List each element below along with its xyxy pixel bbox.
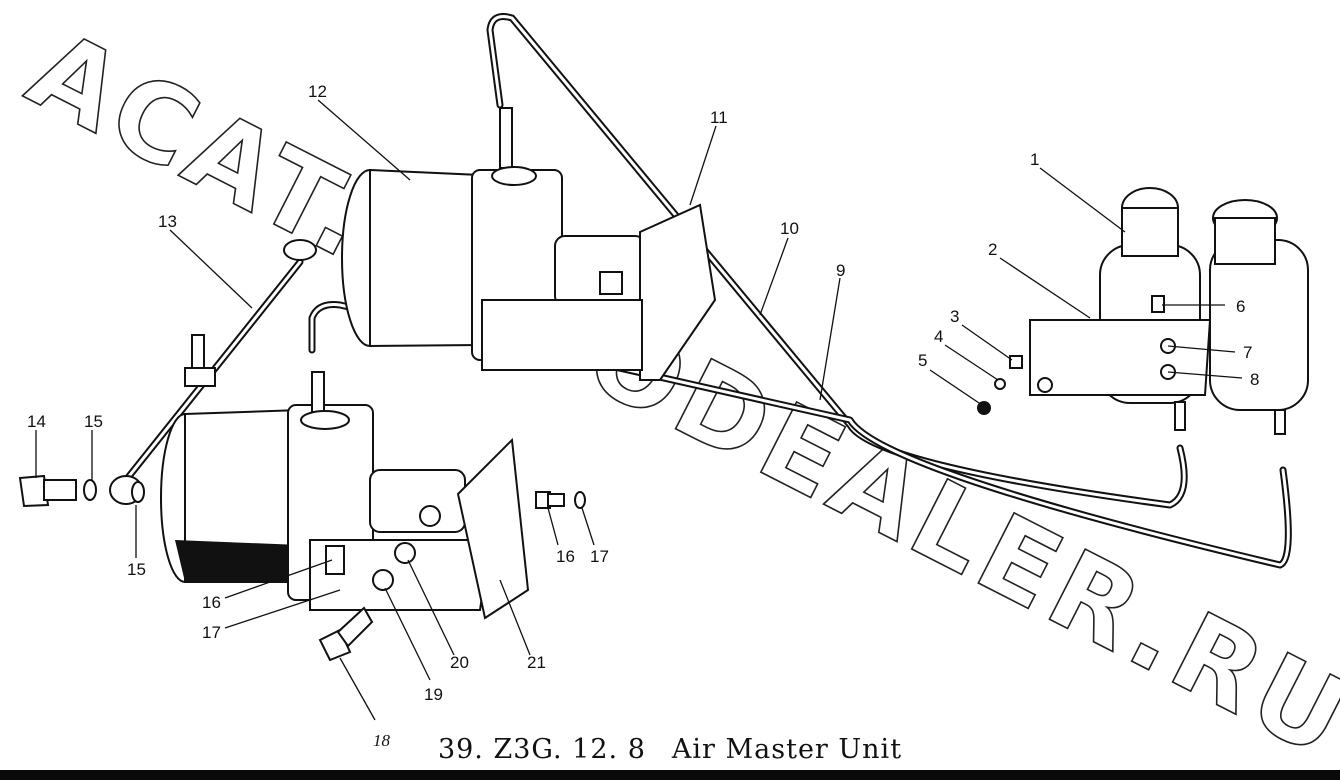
caption-code: 39. Z3G. 12. 8 xyxy=(437,734,646,765)
callout-7: 7 xyxy=(1243,343,1252,362)
lower-air-master-unit xyxy=(160,371,530,620)
callout-21: 21 xyxy=(527,653,546,672)
callout-10: 10 xyxy=(780,219,799,238)
callout-18: 18 xyxy=(373,731,391,750)
callout-14: 14 xyxy=(27,412,46,431)
callout-15b: 15 xyxy=(127,560,146,579)
callout-19: 19 xyxy=(424,685,443,704)
callout-numbers: 1 2 3 4 5 6 7 8 9 10 11 12 13 14 15 15 1… xyxy=(27,82,1259,750)
air-pipes xyxy=(114,13,1292,569)
upper-air-master-unit xyxy=(341,107,717,381)
callout-8: 8 xyxy=(1250,370,1259,389)
air-reservoirs xyxy=(1029,187,1309,435)
callout-6: 6 xyxy=(1236,297,1245,316)
callout-15a: 15 xyxy=(84,412,103,431)
callout-16a: 16 xyxy=(556,547,575,566)
figure-caption: 39. Z3G. 12. 8 Air Master Unit xyxy=(0,734,1340,770)
callout-20: 20 xyxy=(450,653,469,672)
callout-17b: 17 xyxy=(202,623,221,642)
callout-9: 9 xyxy=(836,261,845,280)
callout-2: 2 xyxy=(988,240,997,259)
callout-17a: 17 xyxy=(590,547,609,566)
callout-5: 5 xyxy=(918,351,927,370)
bottom-border xyxy=(0,770,1340,780)
caption-title: Air Master Unit xyxy=(671,734,903,765)
leader-lines xyxy=(35,99,1243,721)
callout-1: 1 xyxy=(1030,150,1039,169)
callout-12: 12 xyxy=(308,82,327,101)
rod-and-fittings xyxy=(18,239,1165,662)
callout-4: 4 xyxy=(934,327,943,346)
callout-13: 13 xyxy=(158,212,177,231)
callout-11: 11 xyxy=(710,108,728,127)
callout-3: 3 xyxy=(950,307,959,326)
callout-16b: 16 xyxy=(202,593,221,612)
